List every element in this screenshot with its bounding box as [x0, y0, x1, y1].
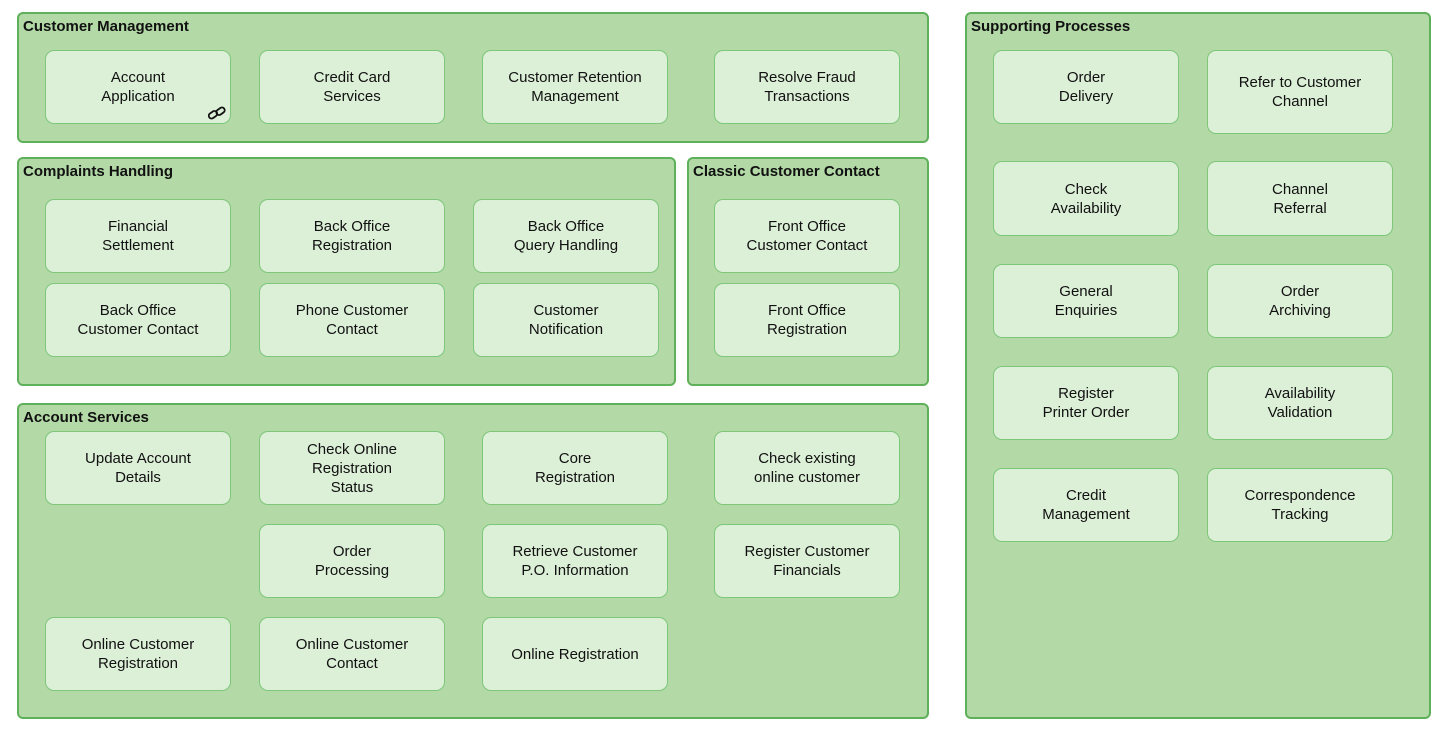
node-label: Core Registration [534, 450, 616, 486]
node-online-customer-contact[interactable]: Online Customer Contact [259, 617, 445, 691]
node-label: Channel Referral [1272, 180, 1328, 217]
node-back-office-query-handling[interactable]: Back Office Query Handling [473, 199, 659, 273]
node-label: Order Delivery [1058, 69, 1114, 105]
node-label: Check Availability [1050, 180, 1122, 217]
node-label: Check Online Registration Status [306, 440, 398, 496]
node-label: Resolve Fraud Transactions [758, 69, 856, 105]
node-check-availability[interactable]: Check Availability [993, 161, 1179, 236]
node-label: Order Archiving [1269, 283, 1331, 319]
node-order-archiving[interactable]: Order Archiving [1207, 264, 1393, 338]
node-label: Register Customer Financials [744, 543, 870, 579]
node-label: Online Registration [511, 645, 639, 663]
link-icon [207, 106, 226, 120]
node-register-customer-financials[interactable]: Register Customer Financials [714, 524, 900, 598]
node-front-office-registration[interactable]: Front Office Registration [714, 283, 900, 357]
node-resolve-fraud-transactions[interactable]: Resolve Fraud Transactions [714, 50, 900, 124]
node-availability-validation[interactable]: Availability Validation [1207, 366, 1393, 440]
node-check-online-registration-status[interactable]: Check Online Registration Status [259, 431, 445, 505]
node-label: Online Customer Registration [81, 636, 195, 672]
node-refer-to-customer-channel[interactable]: Refer to Customer Channel [1207, 50, 1393, 134]
node-label: Check existing online customer [754, 450, 860, 486]
node-update-account-details[interactable]: Update Account Details [45, 431, 231, 505]
node-label: Front Office Customer Contact [746, 218, 868, 254]
node-online-registration[interactable]: Online Registration [482, 617, 668, 691]
node-credit-management[interactable]: Credit Management [993, 468, 1179, 542]
node-back-office-customer-contact[interactable]: Back Office Customer Contact [45, 283, 231, 357]
node-label: Correspondence Tracking [1244, 487, 1356, 523]
node-customer-retention-management[interactable]: Customer Retention Management [482, 50, 668, 124]
node-label: Back Office Query Handling [513, 218, 619, 254]
node-label: Availability Validation [1264, 385, 1336, 421]
node-check-existing-online-customer[interactable]: Check existing online customer [714, 431, 900, 505]
group-title: Account Services [23, 409, 149, 426]
group-title: Classic Customer Contact [693, 163, 880, 180]
node-correspondence-tracking[interactable]: Correspondence Tracking [1207, 468, 1393, 542]
node-channel-referral[interactable]: Channel Referral [1207, 161, 1393, 236]
node-label: Customer Retention Management [508, 69, 642, 105]
node-label: Register Printer Order [1042, 385, 1130, 421]
node-register-printer-order[interactable]: Register Printer Order [993, 366, 1179, 440]
node-credit-card-services[interactable]: Credit Card Services [259, 50, 445, 124]
node-label: Back Office Registration [311, 218, 393, 254]
node-label: Credit Card Services [313, 69, 391, 105]
node-label: Financial Settlement [102, 218, 174, 254]
node-label: Online Customer Contact [295, 636, 409, 672]
node-label: Phone Customer Contact [295, 302, 409, 338]
node-financial-settlement[interactable]: Financial Settlement [45, 199, 231, 273]
node-front-office-customer-contact[interactable]: Front Office Customer Contact [714, 199, 900, 273]
node-order-delivery[interactable]: Order Delivery [993, 50, 1179, 124]
node-core-registration[interactable]: Core Registration [482, 431, 668, 505]
node-label: Front Office Registration [766, 302, 848, 338]
group-title: Customer Management [23, 18, 189, 35]
node-label: Retrieve Customer P.O. Information [512, 543, 638, 579]
node-label: General Enquiries [1054, 283, 1118, 319]
node-label: Back Office Customer Contact [77, 302, 199, 338]
node-label: Order Processing [314, 543, 390, 579]
node-general-enquiries[interactable]: General Enquiries [993, 264, 1179, 338]
node-order-processing[interactable]: Order Processing [259, 524, 445, 598]
group-title: Supporting Processes [971, 18, 1131, 35]
node-phone-customer-contact[interactable]: Phone Customer Contact [259, 283, 445, 357]
node-label: Refer to Customer Channel [1238, 74, 1362, 110]
group-title: Complaints Handling [23, 163, 173, 180]
node-label: Credit Management [1042, 487, 1130, 523]
node-retrieve-customer-po-information[interactable]: Retrieve Customer P.O. Information [482, 524, 668, 598]
node-label: Account Application [101, 69, 175, 105]
node-account-application[interactable]: Account Application [45, 50, 231, 124]
node-label: Customer Notification [528, 302, 604, 338]
node-label: Update Account Details [85, 450, 191, 486]
node-customer-notification[interactable]: Customer Notification [473, 283, 659, 357]
node-online-customer-registration[interactable]: Online Customer Registration [45, 617, 231, 691]
node-back-office-registration[interactable]: Back Office Registration [259, 199, 445, 273]
